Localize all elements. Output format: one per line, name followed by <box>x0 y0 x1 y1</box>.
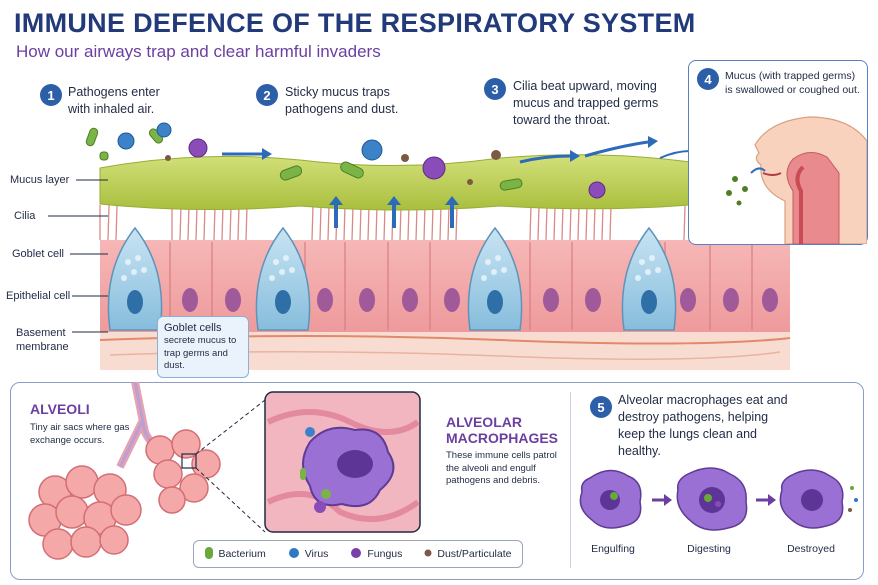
goblet-cells <box>107 226 677 331</box>
legend-item-virus: Virus <box>287 546 329 563</box>
goblet-callout-heading: Goblet cells <box>164 322 222 334</box>
step-5-text: Alveolar macrophages eat and destroy pat… <box>618 393 788 458</box>
stage-engulfing <box>579 469 642 529</box>
page-title: IMMUNE DEFENCE OF THE RESPIRATORY SYSTEM <box>14 8 696 38</box>
label-mucus-layer: Mucus layer <box>10 174 70 186</box>
goblet-callout: Goblet cells secrete mucus to trap germs… <box>157 316 249 378</box>
legend-label: Virus <box>304 548 329 560</box>
step-1-number: 1 <box>40 84 62 106</box>
step-2-text: Sticky mucus traps pathogens and dust. <box>285 85 399 116</box>
legend-label: Dust/Particulate <box>437 548 512 560</box>
airborne-viruses <box>117 122 383 161</box>
virus-icon <box>287 546 301 563</box>
airborne-fungi <box>188 138 606 199</box>
step-4-panel: 4 Mucus (with trapped germs) is swallowe… <box>688 60 868 245</box>
stage-label-destroyed: Destroyed <box>787 543 835 555</box>
step-1-text: Pathogens enter with inhaled air. <box>68 85 160 116</box>
upward-arrows <box>329 196 459 228</box>
label-epithelial-cell: Epithelial cell <box>6 290 71 302</box>
step-3-number: 3 <box>484 78 506 100</box>
legend-label: Fungus <box>367 548 403 560</box>
page-subtitle: How our airways trap and clear harmful i… <box>16 42 381 61</box>
step-3-text: Cilia beat upward, moving mucus and trap… <box>513 79 659 127</box>
label-leaders <box>48 179 108 333</box>
bacterium-icon <box>204 546 214 563</box>
stage-label-digesting: Digesting <box>687 543 731 555</box>
label-basement-membrane: Basement membrane <box>16 327 69 353</box>
legend-item-fungus: Fungus <box>349 546 402 563</box>
macrophages-heading: ALVEOLAR MACROPHAGES <box>446 414 559 446</box>
fungus-icon <box>349 546 363 563</box>
alveoli-heading: ALVEOLI <box>30 401 90 417</box>
step-4-number: 4 <box>697 68 719 90</box>
alveoli-illustration <box>28 382 421 560</box>
macrophage-stages <box>579 467 858 531</box>
airborne-dust <box>165 150 501 185</box>
panel-divider <box>570 392 571 568</box>
step-5-number: 5 <box>590 396 612 418</box>
dust-icon <box>423 548 433 561</box>
airborne-bacteria <box>85 127 523 191</box>
legend: Bacterium Virus Fungus Dust/Particulate <box>193 540 523 568</box>
cilia <box>99 204 782 241</box>
stage-digesting <box>676 467 748 531</box>
macrophages-text: These immune cells patrol the alveoli an… <box>446 450 557 486</box>
legend-label: Bacterium <box>218 548 266 560</box>
step-4-text: Mucus (with trapped germs) is swallowed … <box>725 70 860 96</box>
stage-label-engulfing: Engulfing <box>591 543 635 555</box>
alveolar-sacs <box>28 429 221 560</box>
stage-destroyed <box>779 469 858 529</box>
goblet-callout-text: secrete mucus to trap germs and dust. <box>164 335 237 371</box>
legend-item-dust: Dust/Particulate <box>423 548 511 561</box>
legend-item-bacterium: Bacterium <box>204 546 266 563</box>
head-illustration <box>726 116 867 244</box>
label-goblet-cell: Goblet cell <box>12 248 64 260</box>
step-2-number: 2 <box>256 84 278 106</box>
alveoli-text: Tiny air sacs where gas exchange occurs. <box>30 422 130 446</box>
label-cilia: Cilia <box>14 210 36 222</box>
